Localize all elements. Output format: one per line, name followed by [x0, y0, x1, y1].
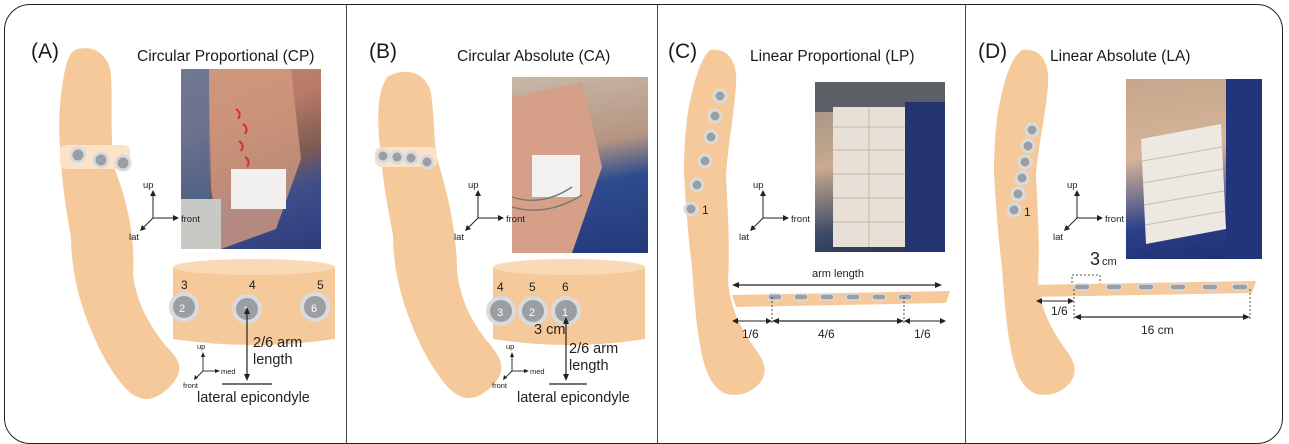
electrode-number: 5 — [317, 278, 324, 292]
panel-d: (D) Linear Absolute (LA) 1 — [966, 5, 1283, 443]
electrode — [699, 155, 711, 167]
axis-lat-label: lat — [1053, 232, 1063, 243]
landmark-line — [549, 383, 609, 387]
electrode — [71, 148, 85, 162]
axis-up-label: up — [197, 342, 205, 351]
electrode — [421, 156, 433, 168]
axis-lat-label: lat — [739, 232, 749, 243]
segment-label: 4/6 — [818, 327, 835, 341]
segment-label: 1/6 — [742, 327, 759, 341]
electrode — [685, 203, 697, 215]
axis-front-label: front — [1105, 214, 1124, 225]
distance-label: 2/6 arm length — [569, 341, 618, 375]
photo-detail — [181, 69, 321, 249]
photo-detail — [815, 82, 945, 252]
axis-med-label: med — [221, 367, 236, 376]
axis-med-label: med — [530, 367, 545, 376]
electrode — [377, 150, 389, 162]
electrode-id: 2 — [179, 303, 185, 315]
electrode — [820, 294, 834, 300]
axis-front-label: front — [791, 214, 810, 225]
orientation-axes: up front lat — [450, 180, 520, 240]
electrode — [1012, 188, 1024, 200]
orientation-axes-small: up med front — [183, 341, 243, 391]
spacing-label: 3 — [1090, 249, 1100, 270]
axis-front-label: front — [181, 214, 200, 225]
axis-up-label: up — [468, 180, 479, 191]
electrode — [1138, 284, 1154, 290]
electrode — [846, 294, 860, 300]
landmark-label: lateral epicondyle — [197, 390, 310, 406]
electrode — [94, 153, 108, 167]
segment-label: 1/6 — [914, 327, 931, 341]
arm-photo — [181, 69, 321, 249]
electrode — [1022, 140, 1034, 152]
electrode-number: 5 — [529, 280, 536, 294]
figure-frame: (A) Circular Proportional (CP) — [4, 4, 1283, 444]
axis-front-label: front — [492, 381, 508, 390]
photo-detail — [1126, 79, 1262, 259]
axis-up-label: up — [753, 180, 764, 191]
electrode — [705, 131, 717, 143]
distance-label: 2/6 arm length — [253, 335, 302, 369]
arm-length-label: arm length — [812, 268, 864, 280]
axis-front-label: front — [183, 381, 199, 390]
spacing-unit: cm — [1102, 256, 1117, 268]
length-label: 16 cm — [1141, 323, 1174, 337]
photo-detail — [512, 77, 648, 253]
electrode — [1202, 284, 1218, 290]
electrode — [1008, 204, 1020, 216]
electrode — [768, 294, 782, 300]
arm-photo — [1126, 79, 1262, 259]
orientation-axes: up front lat — [1049, 180, 1119, 240]
orientation-axes: up front lat — [125, 180, 195, 240]
electrode — [1074, 284, 1090, 290]
axis-front-label: front — [506, 214, 525, 225]
electrode-number: 3 — [181, 278, 188, 292]
axis-up-label: up — [143, 180, 154, 191]
axis-up-label: up — [506, 342, 514, 351]
arm-photo — [512, 77, 648, 253]
electrode — [1016, 172, 1028, 184]
electrode-id: 3 — [497, 307, 503, 319]
axis-up-label: up — [1067, 180, 1078, 191]
electrode — [794, 294, 808, 300]
axis-lat-label: lat — [454, 232, 464, 243]
landmark-label: lateral epicondyle — [517, 390, 630, 406]
orientation-axes: up front lat — [735, 180, 805, 240]
electrode-id: 6 — [311, 303, 317, 315]
electrode — [405, 152, 417, 164]
electrode-number: 4 — [497, 280, 504, 294]
panel-c: (C) Linear Proportional (LP) 1 — [658, 5, 965, 443]
electrode — [116, 156, 130, 170]
arm-photo — [815, 82, 945, 252]
offset-label: 1/6 — [1051, 304, 1068, 318]
electrode — [898, 294, 912, 300]
electrode-number: 4 — [249, 278, 256, 292]
linear-strip — [732, 281, 962, 331]
panel-a: (A) Circular Proportional (CP) — [5, 5, 346, 443]
electrode — [1026, 124, 1038, 136]
electrode — [714, 90, 726, 102]
electrode-number: 6 — [562, 280, 569, 294]
orientation-axes-small: up med front — [492, 341, 552, 391]
electrode-id: 2 — [529, 307, 535, 319]
electrode — [391, 151, 403, 163]
panel-b: (B) Circular Absolute (CA) u — [347, 5, 657, 443]
electrode-number: 1 — [702, 203, 709, 217]
electrode — [691, 179, 703, 191]
electrode — [1106, 284, 1122, 290]
electrode — [1232, 284, 1248, 290]
electrode-number: 1 — [1024, 205, 1031, 219]
electrode — [872, 294, 886, 300]
electrode — [1019, 156, 1031, 168]
electrode — [709, 110, 721, 122]
axis-lat-label: lat — [129, 232, 139, 243]
electrode — [1170, 284, 1186, 290]
